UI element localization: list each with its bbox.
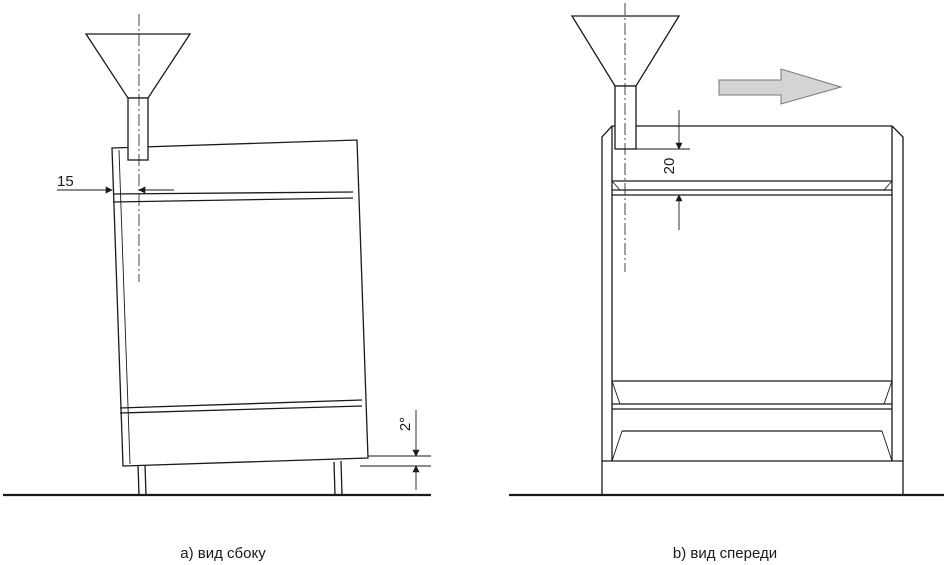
- front-lower-shelf: [611, 380, 893, 410]
- side-tilt-label: 2°: [397, 417, 414, 431]
- front-cabinet-outline: [601, 125, 904, 495]
- side-legs: [137, 460, 343, 496]
- front-gap-dimension: [636, 110, 690, 230]
- side-hopper: [84, 33, 192, 99]
- side-tilt-dimension: [360, 410, 431, 490]
- side-view: [3, 14, 431, 497]
- side-cabinet-body: [111, 139, 369, 467]
- front-bottom-tray: [611, 430, 893, 462]
- side-inner-edge: [118, 149, 131, 465]
- front-upper-shelf: [611, 180, 893, 196]
- front-hopper: [570, 15, 681, 87]
- side-offset-label: 15: [57, 173, 74, 190]
- front-hopper-spout: [614, 85, 637, 150]
- side-view-caption: a) вид сбоку: [180, 545, 266, 562]
- side-lower-shelf: [119, 399, 363, 409]
- front-view: [509, 3, 944, 497]
- front-view-caption: b) вид спереди: [673, 545, 777, 562]
- side-upper-shelf: [112, 191, 354, 195]
- movement-direction-arrow: [718, 68, 843, 105]
- front-gap-label: 20: [661, 158, 678, 175]
- side-hopper-spout: [127, 97, 149, 161]
